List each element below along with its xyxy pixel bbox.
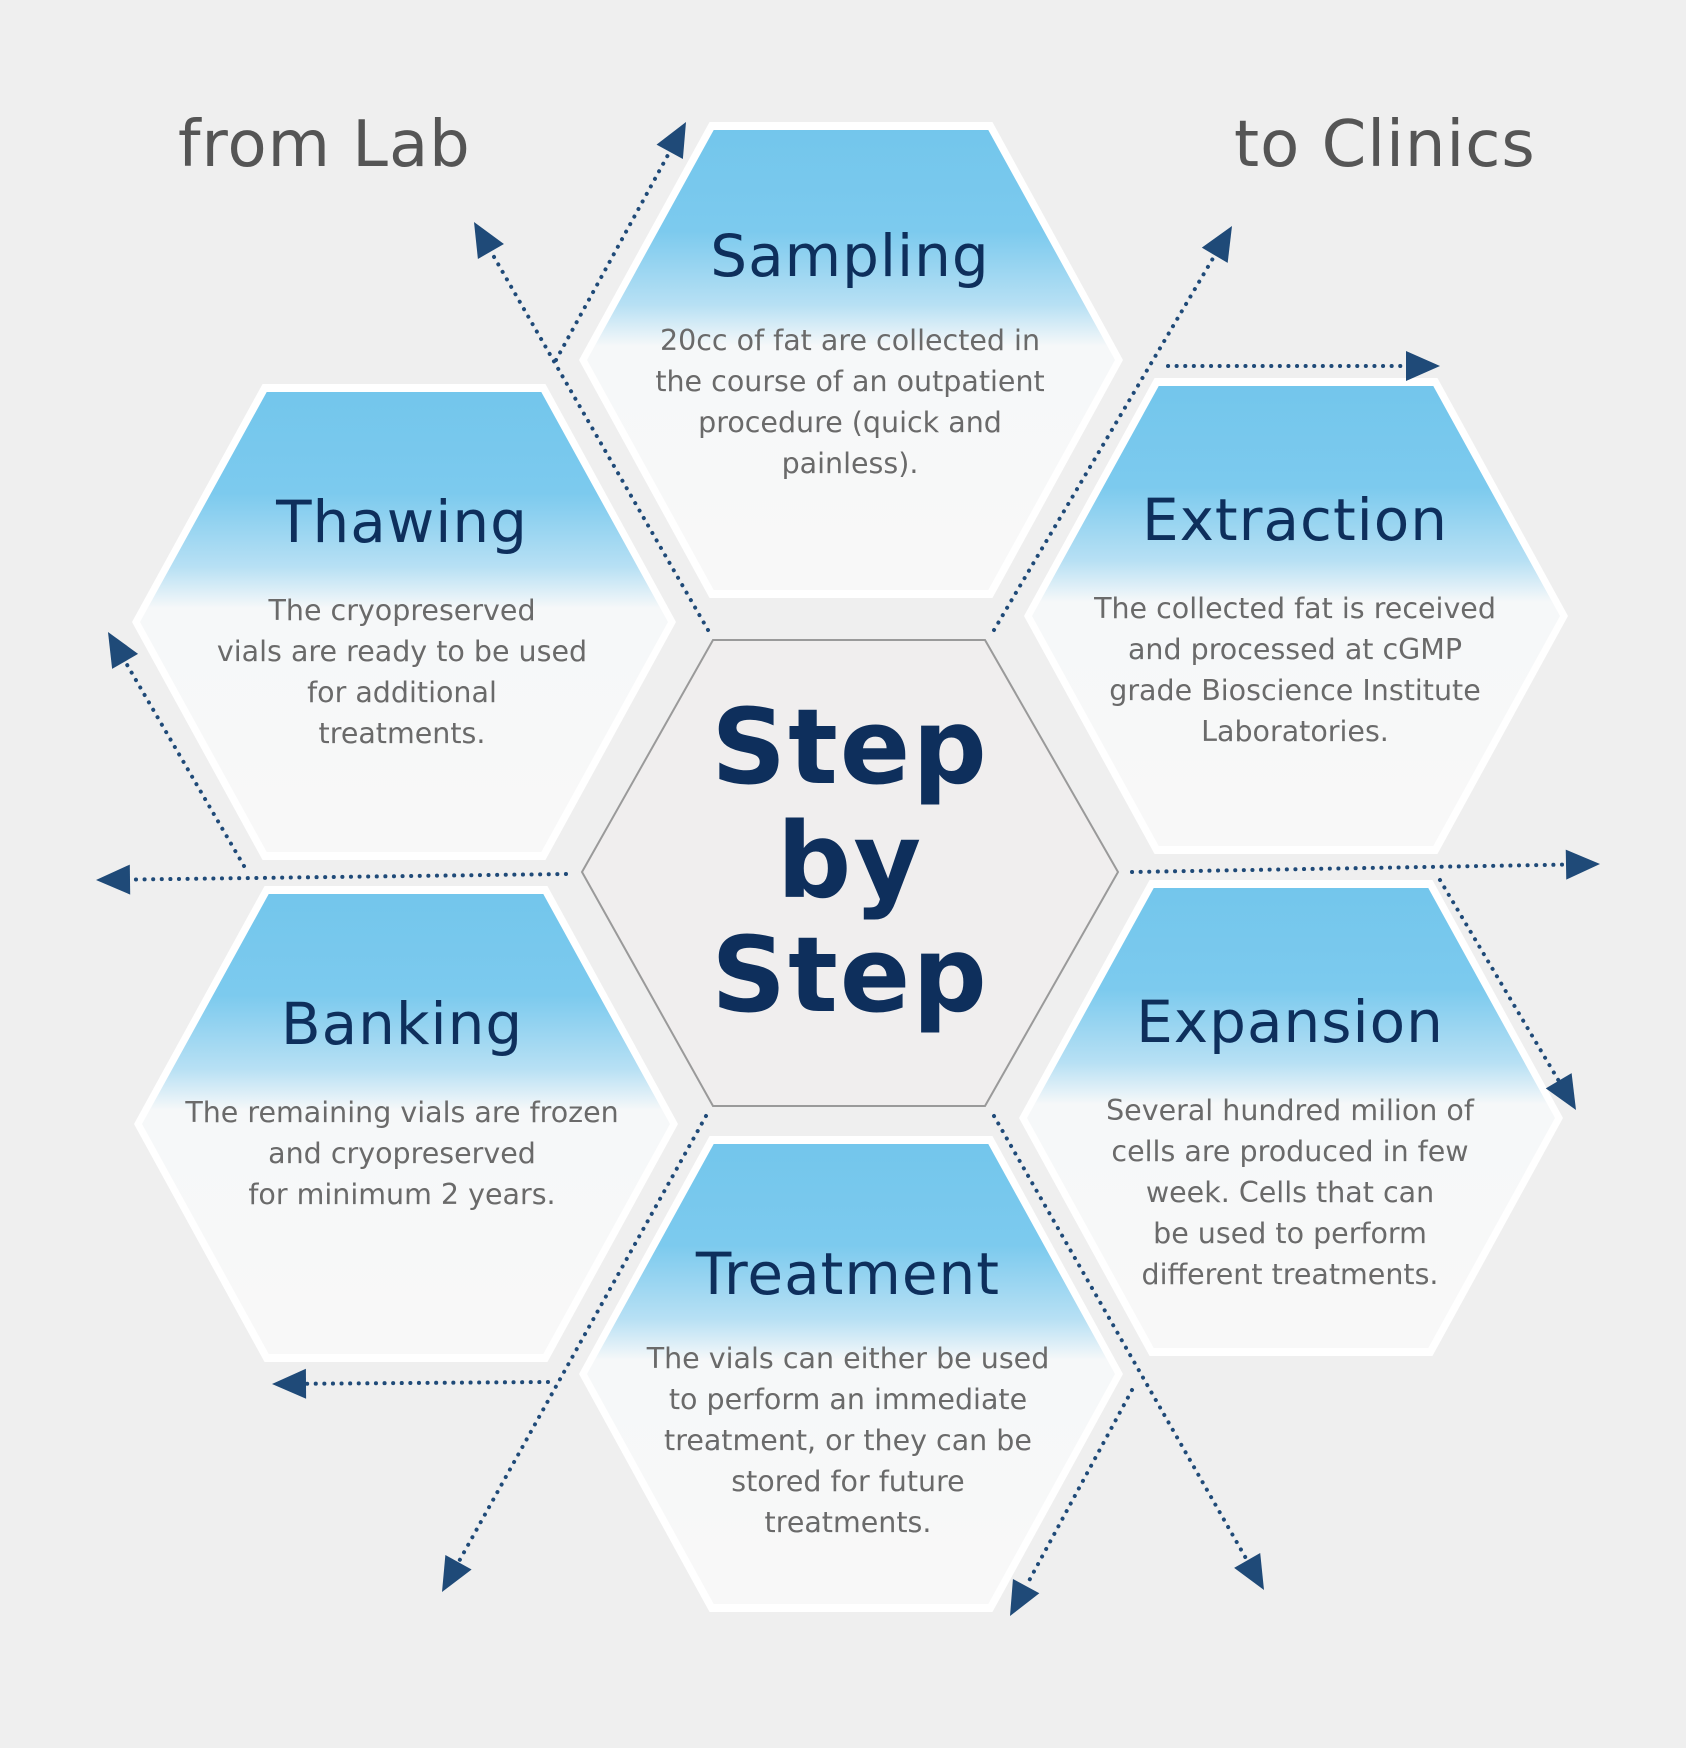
arrowhead-icon bbox=[1234, 1553, 1264, 1590]
arrow-banking-left bbox=[272, 1368, 550, 1399]
hexagon-thawing bbox=[140, 392, 668, 852]
arrow-lower-left-down bbox=[442, 1114, 708, 1592]
hexagon-sampling bbox=[587, 130, 1115, 590]
center-title: Step by Step bbox=[711, 686, 989, 1036]
arrowhead-icon bbox=[442, 1554, 472, 1592]
dotted-line bbox=[127, 872, 568, 882]
dotted-line bbox=[992, 253, 1217, 632]
hexagon-banking bbox=[142, 894, 670, 1354]
step-description: The vials can either be used to perform … bbox=[646, 1342, 1050, 1539]
arrow-left-diagonal-up bbox=[474, 222, 710, 632]
step-title: Sampling bbox=[710, 222, 990, 290]
step-thawing: Thawing The cryopreserved vials are read… bbox=[162, 488, 642, 754]
to-clinics-label: to Clinics bbox=[1234, 108, 1536, 182]
arrowhead-icon bbox=[272, 1368, 307, 1399]
step-description: Several hundred milion of cells are prod… bbox=[1106, 1094, 1474, 1291]
step-banking: Banking The remaining vials are frozen a… bbox=[162, 990, 642, 1215]
from-lab-label: from Lab bbox=[178, 108, 471, 182]
arrow-thawing-up bbox=[108, 632, 246, 868]
step-title: Thawing bbox=[276, 488, 528, 556]
step-description: The remaining vials are frozen and cryop… bbox=[185, 1096, 619, 1211]
arrowhead-icon bbox=[1201, 226, 1232, 263]
dotted-line bbox=[554, 149, 672, 362]
arrow-treatment-down bbox=[1010, 1388, 1134, 1616]
step-expansion: Expansion Several hundred milion of cell… bbox=[1050, 988, 1530, 1295]
dotted-line bbox=[1130, 862, 1569, 874]
center-hexagon bbox=[580, 639, 1120, 1107]
arrow-mid-right bbox=[1130, 849, 1600, 880]
arrowhead-icon bbox=[474, 222, 504, 259]
step-sampling: Sampling 20cc of fat are collected in th… bbox=[610, 222, 1090, 484]
arrowhead-icon bbox=[1545, 1073, 1576, 1110]
step-title: Treatment bbox=[695, 1240, 1001, 1308]
dotted-line bbox=[456, 1114, 708, 1565]
arrowhead-icon bbox=[1406, 351, 1440, 381]
arrowhead-icon bbox=[108, 632, 139, 669]
arrow-lower-right-down bbox=[992, 1114, 1264, 1590]
step-title: Banking bbox=[280, 990, 524, 1058]
arrow-top-right bbox=[1166, 351, 1440, 381]
hexagon-treatment bbox=[587, 1144, 1115, 1604]
dotted-line bbox=[123, 659, 246, 868]
arrowhead-icon bbox=[656, 122, 686, 160]
dotted-line bbox=[303, 1380, 550, 1386]
arrowhead-icon bbox=[1010, 1578, 1040, 1616]
step-extraction: Extraction The collected fat is received… bbox=[1055, 486, 1535, 752]
arrowhead-icon bbox=[1565, 849, 1600, 880]
step-description: The cryopreserved vials are ready to be … bbox=[216, 594, 588, 750]
arrow-sampling-up bbox=[554, 122, 686, 362]
step-description: 20cc of fat are collected in the course … bbox=[655, 324, 1045, 480]
step-treatment: Treatment The vials can either be used t… bbox=[608, 1240, 1088, 1543]
arrowhead-icon bbox=[96, 864, 131, 895]
dotted-line bbox=[992, 1114, 1250, 1563]
arrow-expansion-down bbox=[1438, 878, 1576, 1110]
arrow-mid-left bbox=[96, 864, 568, 895]
step-title: Expansion bbox=[1136, 988, 1444, 1056]
dotted-line bbox=[1024, 1388, 1134, 1589]
step-description: The collected fat is received and proces… bbox=[1094, 592, 1496, 748]
step-title: Extraction bbox=[1141, 486, 1449, 554]
arrow-extraction-up bbox=[992, 226, 1232, 632]
hexagon-extraction bbox=[1032, 386, 1560, 846]
hexagon-expansion bbox=[1027, 888, 1555, 1348]
